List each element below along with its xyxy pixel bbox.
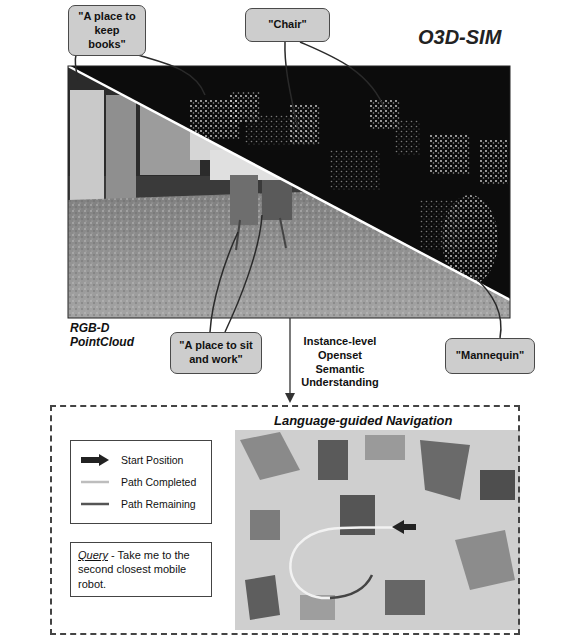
callout-box: "A place to sit and work"	[170, 332, 262, 374]
legend-row: Start Position	[79, 449, 203, 471]
navigation-map	[235, 430, 520, 630]
callout-text-line: "A place to keep books"	[78, 10, 135, 50]
query-tag: Query	[78, 549, 108, 561]
legend-sample	[79, 476, 111, 488]
callout-box: "Chair"	[245, 8, 330, 42]
leader-lines	[75, 42, 501, 338]
rgbd-cloud	[68, 66, 510, 318]
callout-text: "Mannequin"	[456, 349, 524, 363]
panel-label: RGB-D PointCloud	[70, 321, 165, 350]
section-panel: Language-guided NavigationQuery - Take m…	[50, 405, 520, 635]
legend-text: Path Remaining	[121, 498, 196, 510]
callout-text-line: "A place to sit and work"	[179, 339, 252, 365]
legend-text: Start Position	[121, 454, 183, 466]
callout-text-line: "Mannequin"	[456, 349, 524, 361]
callout-box: "Mannequin"	[445, 338, 535, 374]
diagram-title: O3D-SIM	[418, 26, 501, 49]
legend-text: Path Completed	[121, 476, 196, 488]
callout-text: "A place to sit and work"	[177, 339, 255, 367]
callout-text: "A place to keep books"	[75, 10, 139, 51]
callout-text-line: "Chair"	[268, 18, 307, 30]
legend-sample	[79, 498, 111, 510]
legend-sample	[79, 454, 111, 466]
legend-box: Start PositionPath CompletedPath Remaini…	[70, 440, 212, 524]
legend-row: Path Completed	[79, 471, 203, 493]
step-label: Instance-level Openset Semantic Understa…	[298, 335, 382, 390]
callout-text: "Chair"	[268, 18, 307, 32]
callout-box: "A place to keep books"	[68, 5, 146, 56]
flow-arrow	[289, 318, 290, 395]
panel-heading: Language-guided Navigation	[274, 413, 452, 428]
query-box: Query - Take me to the second closest mo…	[70, 542, 212, 597]
legend-row: Path Remaining	[79, 493, 203, 515]
semantic-cloud	[68, 66, 510, 306]
